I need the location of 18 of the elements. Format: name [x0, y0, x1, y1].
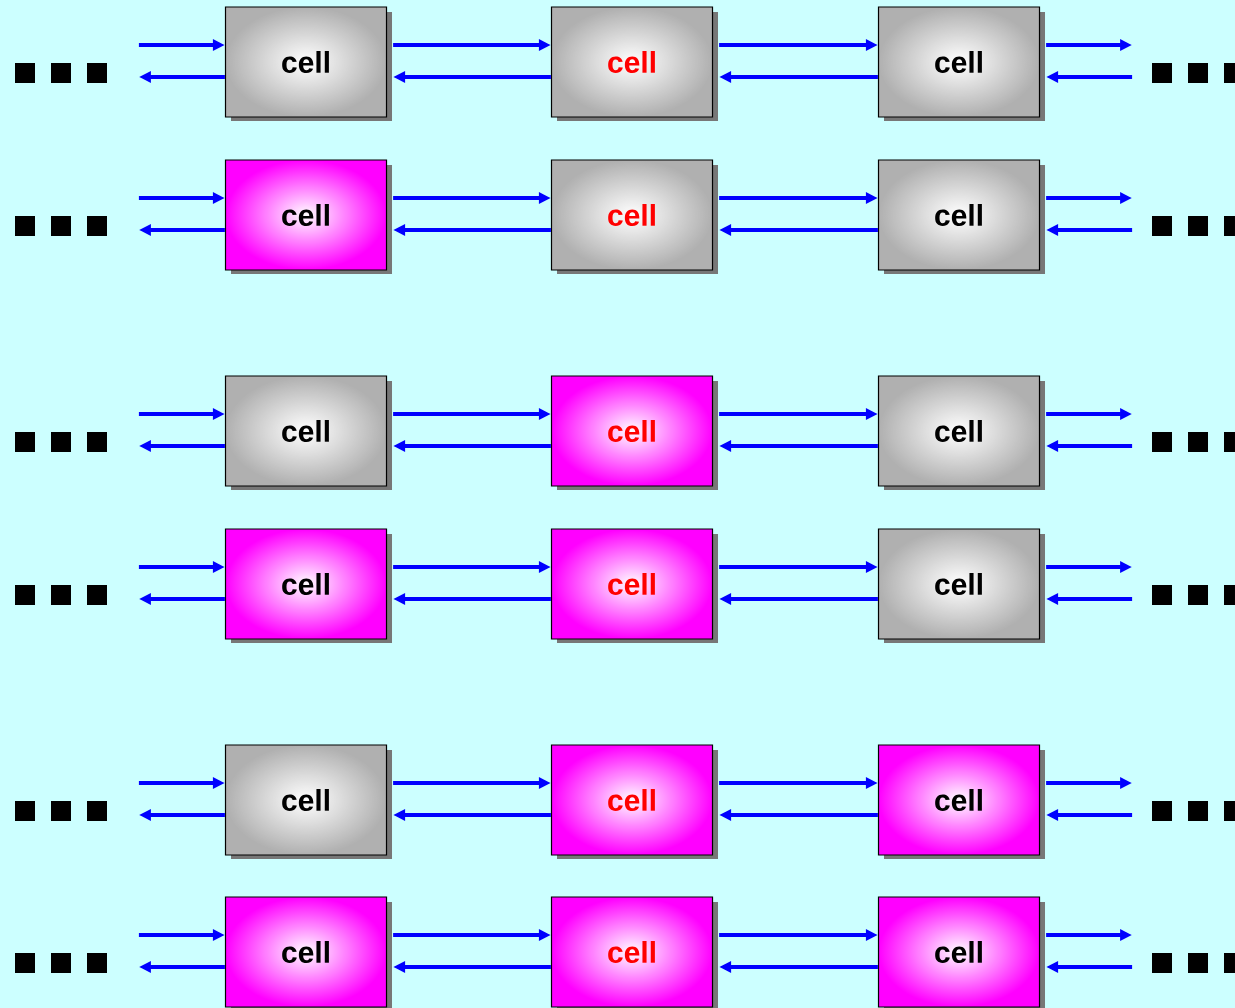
cell-box: cell [877, 744, 1045, 859]
cell-box: cell [224, 744, 392, 859]
cell-box: cell [550, 744, 718, 859]
cell-box: cell [224, 6, 392, 121]
cell-box: cell [224, 896, 392, 1008]
cell-box: cell [550, 6, 718, 121]
cell-box: cell [224, 159, 392, 274]
cell-box: cell [877, 896, 1045, 1008]
cell-box: cell [877, 6, 1045, 121]
cell-box: cell [877, 375, 1045, 490]
cell-box: cell [224, 375, 392, 490]
cell-box: cell [877, 159, 1045, 274]
cell-box: cell [550, 159, 718, 274]
cell-box: cell [550, 896, 718, 1008]
cell-box: cell [877, 528, 1045, 643]
cell-box: cell [550, 528, 718, 643]
cell-box: cell [550, 375, 718, 490]
cell-box: cell [224, 528, 392, 643]
